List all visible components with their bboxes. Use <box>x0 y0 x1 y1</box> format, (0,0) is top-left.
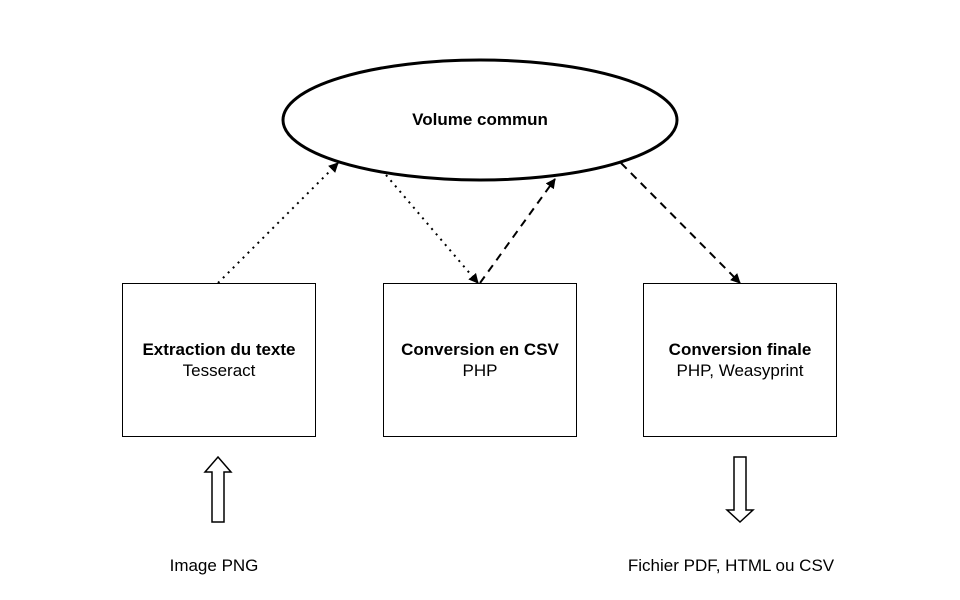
arrow-volume-to-csv <box>385 174 479 284</box>
final-conversion-title: Conversion finale <box>668 340 812 359</box>
extraction-title: Extraction du texte <box>142 340 296 359</box>
csv-conversion-title: Conversion en CSV <box>401 340 559 359</box>
input-label: Image PNG <box>169 556 259 575</box>
arrow-volume-to-final <box>620 162 741 284</box>
output-label: Fichier PDF, HTML ou CSV <box>627 556 835 575</box>
arrow-extraction-to-volume <box>217 162 339 284</box>
output-arrow-icon <box>725 456 755 524</box>
csv-conversion-box: Conversion en CSV PHP <box>383 283 577 437</box>
input-arrow-icon <box>203 455 233 523</box>
extraction-box: Extraction du texte Tesseract <box>122 283 316 437</box>
final-conversion-subtitle: PHP, Weasyprint <box>676 361 804 380</box>
csv-conversion-subtitle: PHP <box>462 361 498 380</box>
shared-volume-ellipse <box>281 58 679 182</box>
extraction-subtitle: Tesseract <box>182 361 256 380</box>
shared-volume-label: Volume commun <box>412 110 548 129</box>
arrow-csv-to-volume <box>479 178 556 284</box>
final-conversion-box: Conversion finale PHP, Weasyprint <box>643 283 837 437</box>
